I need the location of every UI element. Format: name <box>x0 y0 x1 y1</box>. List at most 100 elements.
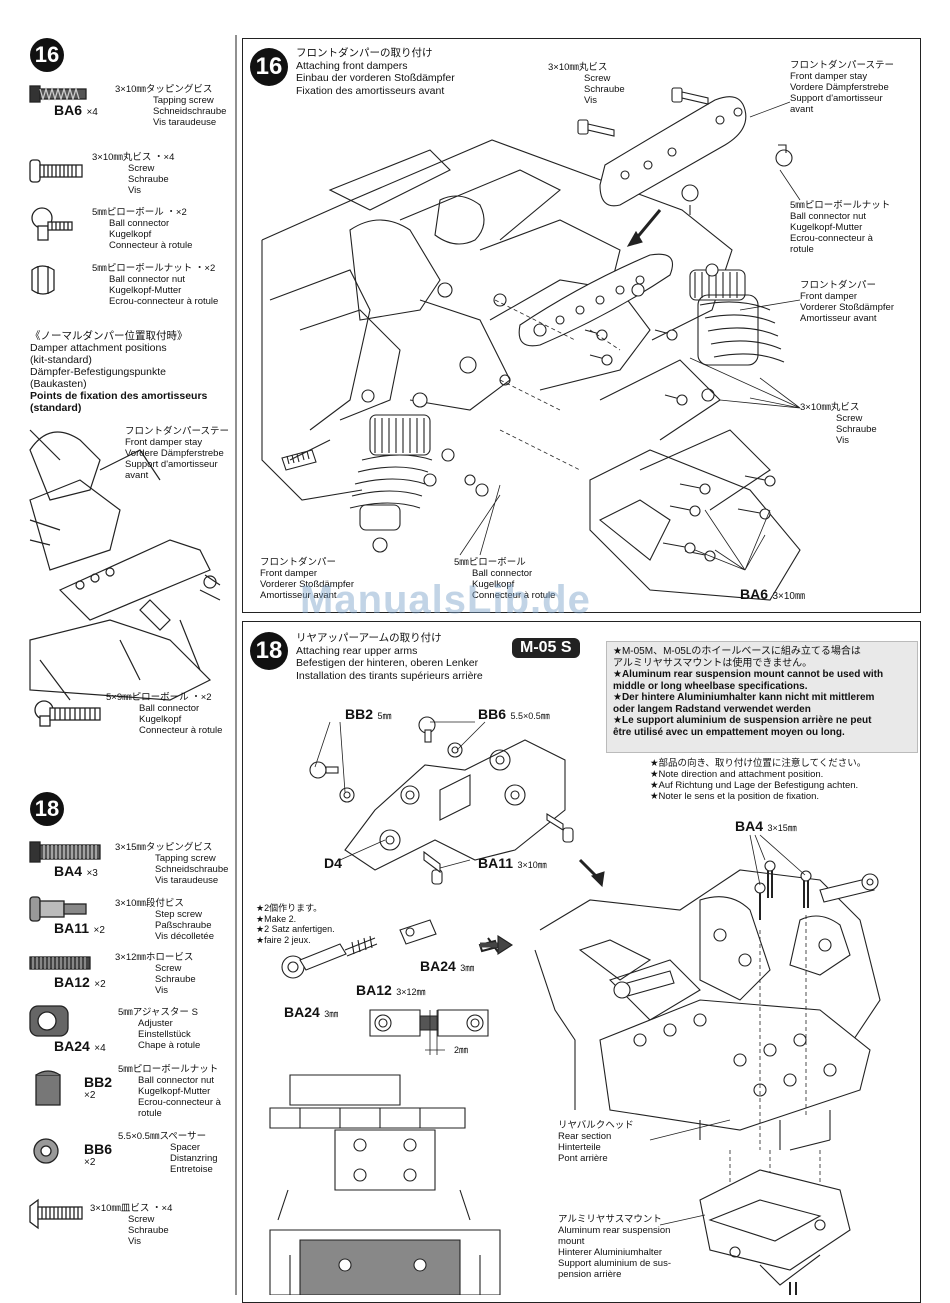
label-line: フロントダンパーステー <box>790 60 895 71</box>
part-code: BB6 <box>84 1141 113 1157</box>
part-label: Screw <box>128 163 155 174</box>
part-ba4-code: BA4 ×3 <box>54 863 98 881</box>
ba4-callout: BA4 3×15㎜ <box>735 818 797 836</box>
part-code: BA4 <box>54 863 83 879</box>
step16-ba6-label: BA6 3×10㎜ <box>740 586 805 604</box>
label-line: Vordere Dämpferstrebe <box>125 448 224 459</box>
part-code: BA4 <box>735 818 764 834</box>
part-size: 3㎜ <box>460 963 475 973</box>
part-qty: ×3 <box>86 868 98 879</box>
part-flat-screw-desc: 3×10㎜皿ビス ・×4 Screw Schraube Vis <box>90 1203 172 1247</box>
part-ball59-desc: 5×9㎜ピローボール ・×2 Ball connector Kugelkopf … <box>106 692 222 736</box>
label-line: 5㎜ピローボール <box>454 557 526 568</box>
label-line: Aluminum rear suspension <box>558 1225 671 1236</box>
note-line: Damper attachment positions <box>30 342 167 354</box>
mount-label: アルミリヤサスマウント Aluminum rear suspension mou… <box>558 1214 671 1280</box>
title-line: Befestigen der hinteren, oberen Lenker <box>296 657 479 669</box>
note-line: Dämpfer-Befestigungspunkte <box>30 366 166 378</box>
part-label: Chape à rotule <box>138 1040 201 1051</box>
note-line: 《ノーマルダンパー位置取付時》 <box>30 330 188 342</box>
step-number-badge: 16 <box>30 38 64 72</box>
part-label: Connecteur à rotule <box>109 240 193 251</box>
label-line: Support d'amortisseur <box>790 93 883 104</box>
label-line: Kugelkopf-Mutter <box>790 222 863 233</box>
label-line: フロントダンパーステー <box>125 426 230 437</box>
part-ba11-desc: 3×10㎜段付ビス Step screw Paßschraube Vis déc… <box>115 898 214 942</box>
note-line: ★2 Satz anfertigen. <box>256 924 335 934</box>
bb6-callout: BB6 5.5×0.5㎜ <box>478 706 550 724</box>
part-bb2-desc: 5㎜ピローボールナット Ball connector nut Kugelkopf… <box>118 1064 221 1119</box>
title-line: リヤアッパーアームの取り付け <box>296 632 442 644</box>
part-label: Ball connector nut <box>138 1075 215 1086</box>
d4-callout: D4 <box>324 855 342 871</box>
part-code: BA11 <box>54 920 90 936</box>
step-number-badge: 16 <box>250 48 288 86</box>
part-label: Tapping screw <box>153 95 214 106</box>
watermark: ManualsLib.de <box>300 578 591 622</box>
part-code: BA24 <box>420 958 456 974</box>
note-line: ★Note direction and attachment position. <box>650 769 824 780</box>
note-line: être utilisé avec un empattement moyen o… <box>613 726 845 738</box>
title-line: Attaching rear upper arms <box>296 644 418 657</box>
part-ba24-code: BA24 ×4 <box>54 1038 106 1056</box>
part-label: Ball connector <box>139 703 200 714</box>
ba24b-callout: BA24 3㎜ <box>284 1004 338 1022</box>
title-line: Fixation des amortisseurs avant <box>296 84 445 97</box>
note-line: ★Le support aluminium de suspension arri… <box>613 715 872 726</box>
label-line: Schraube <box>584 84 625 95</box>
ba4-screw-icon <box>29 841 101 863</box>
label-line: Hinterer Aluminiumhalter <box>558 1247 663 1258</box>
note-line: (standard) <box>30 402 82 414</box>
part-label: Schraube <box>155 974 196 985</box>
ba12-callout: BA12 3×12㎜ <box>356 982 426 1000</box>
part-label: Screw <box>128 1214 155 1225</box>
step-number-badge: 18 <box>250 632 288 670</box>
step16-damper-label: フロントダンパー Front damper Vorderer Stoßdämpf… <box>800 280 894 324</box>
part-label: 3×10㎜タッピングビス <box>115 84 213 95</box>
part-label: Step screw <box>155 909 202 920</box>
part-bb6-desc: 5.5×0.5㎜スペーサー Spacer Distanzring Entreto… <box>118 1131 218 1175</box>
part-label: Entretoise <box>170 1164 213 1175</box>
part-label: Paßschraube <box>155 920 212 931</box>
part-qty: ×4 <box>86 107 98 118</box>
part-label: Connecteur à rotule <box>139 725 223 736</box>
part-label: Vis taraudeuse <box>155 875 219 886</box>
part-label: Schraube <box>128 174 169 185</box>
part-ball-nut-desc: 5㎜ピローボールナット ・×2 Ball connector nut Kugel… <box>92 263 218 307</box>
step16-title: フロントダンパーの取り付け Attaching front dampers Ei… <box>296 47 455 97</box>
title-line: Einbau der vorderen Stoßdämpfer <box>296 72 455 84</box>
label-line: 5㎜ピローボールナット <box>790 200 891 211</box>
title-line: Attaching front dampers <box>296 59 408 72</box>
note-line: ★Make 2. <box>256 913 297 924</box>
part-label: rotule <box>138 1108 162 1119</box>
part-label: Ball connector nut <box>109 274 186 285</box>
part-label: 3×12㎜ホロービス <box>115 952 194 963</box>
part-size: 5.5×0.5㎜ <box>510 711 550 721</box>
part-qty: ×2 <box>84 1157 96 1168</box>
part-ba6-desc: 3×10㎜タッピングビス Tapping screw Schneidschrau… <box>115 84 226 128</box>
part-label: 5㎜ピローボールナット ・×2 <box>92 263 216 274</box>
step16-stay-label: フロントダンパーステー Front damper stay Vordere Dä… <box>790 60 894 115</box>
label-line: Amortisseur avant <box>800 313 877 324</box>
attention-note: ★部品の向き、取り付け位置に注意してください。 ★Note direction … <box>650 758 866 802</box>
label-line: Connecteur à rotule <box>472 590 556 601</box>
label-line: 3×10㎜丸ビス <box>800 402 860 413</box>
part-label: Tapping screw <box>155 853 216 864</box>
note-line: ★M-05M、M-05Lのホイールベースに組み立てる場合は <box>613 646 861 657</box>
note-line: ★Noter le sens et la position de fixatio… <box>650 791 820 802</box>
label-line: Vordere Dämpferstrebe <box>790 82 889 93</box>
label-line: Front damper stay <box>125 437 203 448</box>
part-label: Kugelkopf <box>139 714 182 725</box>
step16-nut-label: 5㎜ピローボールナット Ball connector nut Kugelkopf… <box>790 200 890 255</box>
part-label: Ecrou-connecteur à rotule <box>109 296 219 307</box>
part-ba12-code: BA12 ×2 <box>54 974 106 992</box>
label-line: フロントダンパー <box>260 557 337 568</box>
label-line: avant <box>790 104 814 115</box>
title-line: フロントダンパーの取り付け <box>296 47 433 59</box>
note-line: ★Auf Richtung und Lage der Befestigung a… <box>650 780 859 791</box>
part-size: 3㎜ <box>324 1009 339 1019</box>
note-line: ★Aluminum rear suspension mount cannot b… <box>613 669 884 680</box>
stay-label-left: フロントダンパーステー Front damper stay Vordere Dä… <box>125 426 229 481</box>
dimension-label: 2㎜ <box>454 1045 469 1055</box>
part-code: BB2 <box>84 1074 113 1090</box>
